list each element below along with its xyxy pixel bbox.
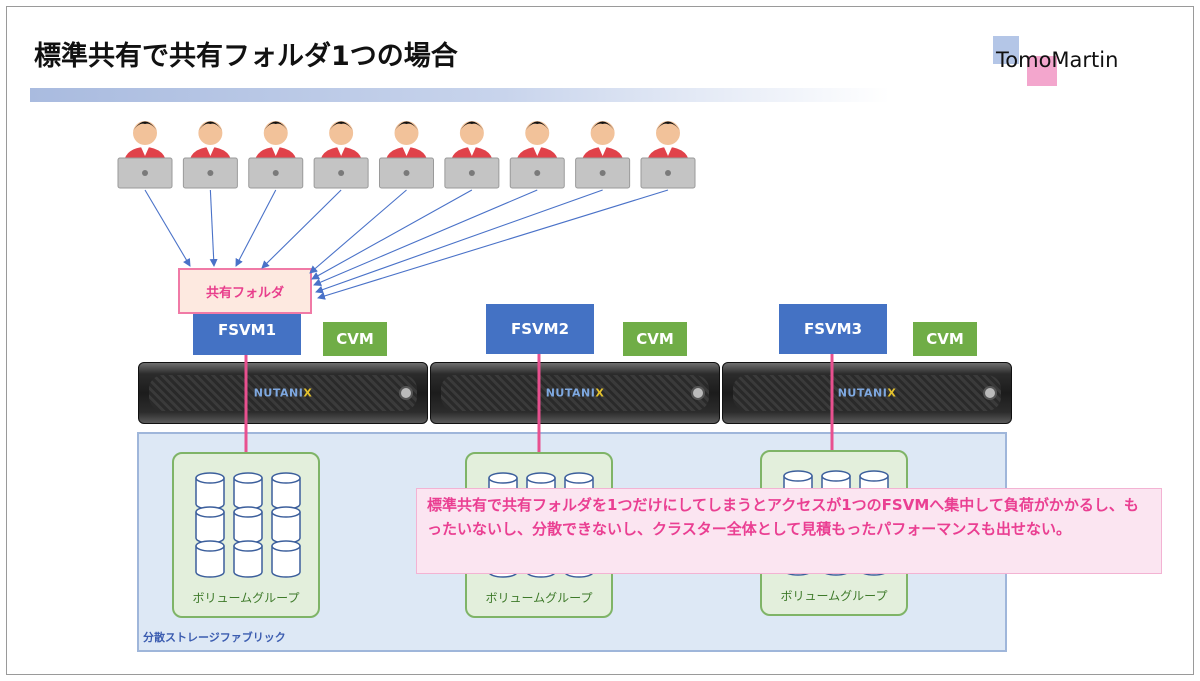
fsvm-box-3: FSVM3 xyxy=(779,304,887,354)
access-arrows xyxy=(144,189,669,300)
user-laptop-icon xyxy=(575,121,631,189)
user-laptop-icon xyxy=(444,121,500,189)
logo: TomoMartin xyxy=(993,36,1143,86)
power-button-icon xyxy=(691,386,705,400)
logo-pink-square xyxy=(1027,56,1057,86)
volume-group-label: ボリュームグループ xyxy=(485,591,593,605)
volume-group-label: ボリュームグループ xyxy=(192,591,300,605)
disk-icon xyxy=(271,540,301,578)
cvm-box-2: CVM xyxy=(623,322,687,356)
fabric-label: 分散ストレージファブリック xyxy=(143,631,286,644)
user-laptop-icon xyxy=(182,121,238,189)
access-arrow xyxy=(317,189,669,300)
power-button-icon xyxy=(399,386,413,400)
nutanix-server-1: NUTANIX xyxy=(138,362,428,424)
access-arrow xyxy=(309,189,407,274)
disk-icon xyxy=(233,472,263,510)
title-underline-bar xyxy=(30,88,890,102)
user-laptop-icon xyxy=(640,121,696,189)
server-mesh xyxy=(149,375,417,411)
access-arrow xyxy=(315,189,603,294)
disk-icon xyxy=(271,472,301,510)
disk-icon xyxy=(271,506,301,544)
volume-group-label: ボリュームグループ xyxy=(780,589,888,603)
server-mesh xyxy=(733,375,1001,411)
user-laptop-icon xyxy=(117,121,173,189)
access-arrow xyxy=(144,189,191,267)
disk-icon xyxy=(195,540,225,578)
user-laptop-icon xyxy=(248,121,304,189)
server-brand: NUTANIX xyxy=(545,386,605,400)
cvm-box-3: CVM xyxy=(913,322,977,356)
page-title: 標準共有で共有フォルダ1つの場合 xyxy=(34,41,458,72)
user-laptop-icon xyxy=(379,121,434,189)
server-brand: NUTANIX xyxy=(253,386,313,400)
callout-note: 標準共有で共有フォルダを1つだけにしてしまうとアクセスが1つのFSVMへ集中して… xyxy=(416,488,1162,574)
user-laptop-icon xyxy=(509,121,565,189)
cvm-box-1: CVM xyxy=(323,322,387,356)
access-arrow xyxy=(235,189,277,267)
volume-group-1: ボリュームグループ xyxy=(172,452,320,618)
access-arrow xyxy=(261,189,342,269)
access-arrow xyxy=(311,189,473,280)
shared-folder-box: 共有フォルダ xyxy=(178,268,312,314)
fsvm-box-2: FSVM2 xyxy=(486,304,594,354)
nutanix-server-2: NUTANIX xyxy=(430,362,720,424)
logo-blue-square xyxy=(993,36,1019,64)
user-laptop-icon xyxy=(313,121,369,189)
access-arrow xyxy=(313,189,538,286)
disk-stack-icon xyxy=(195,472,301,578)
disk-icon xyxy=(233,540,263,578)
disk-icon xyxy=(233,506,263,544)
nutanix-server-3: NUTANIX xyxy=(722,362,1012,424)
power-button-icon xyxy=(983,386,997,400)
logo-text: TomoMartin xyxy=(996,48,1119,72)
users-row xyxy=(117,121,696,189)
access-arrow xyxy=(209,189,218,267)
server-mesh xyxy=(441,375,709,411)
fsvm-storage-connectors xyxy=(244,354,834,452)
server-brand: NUTANIX xyxy=(837,386,897,400)
